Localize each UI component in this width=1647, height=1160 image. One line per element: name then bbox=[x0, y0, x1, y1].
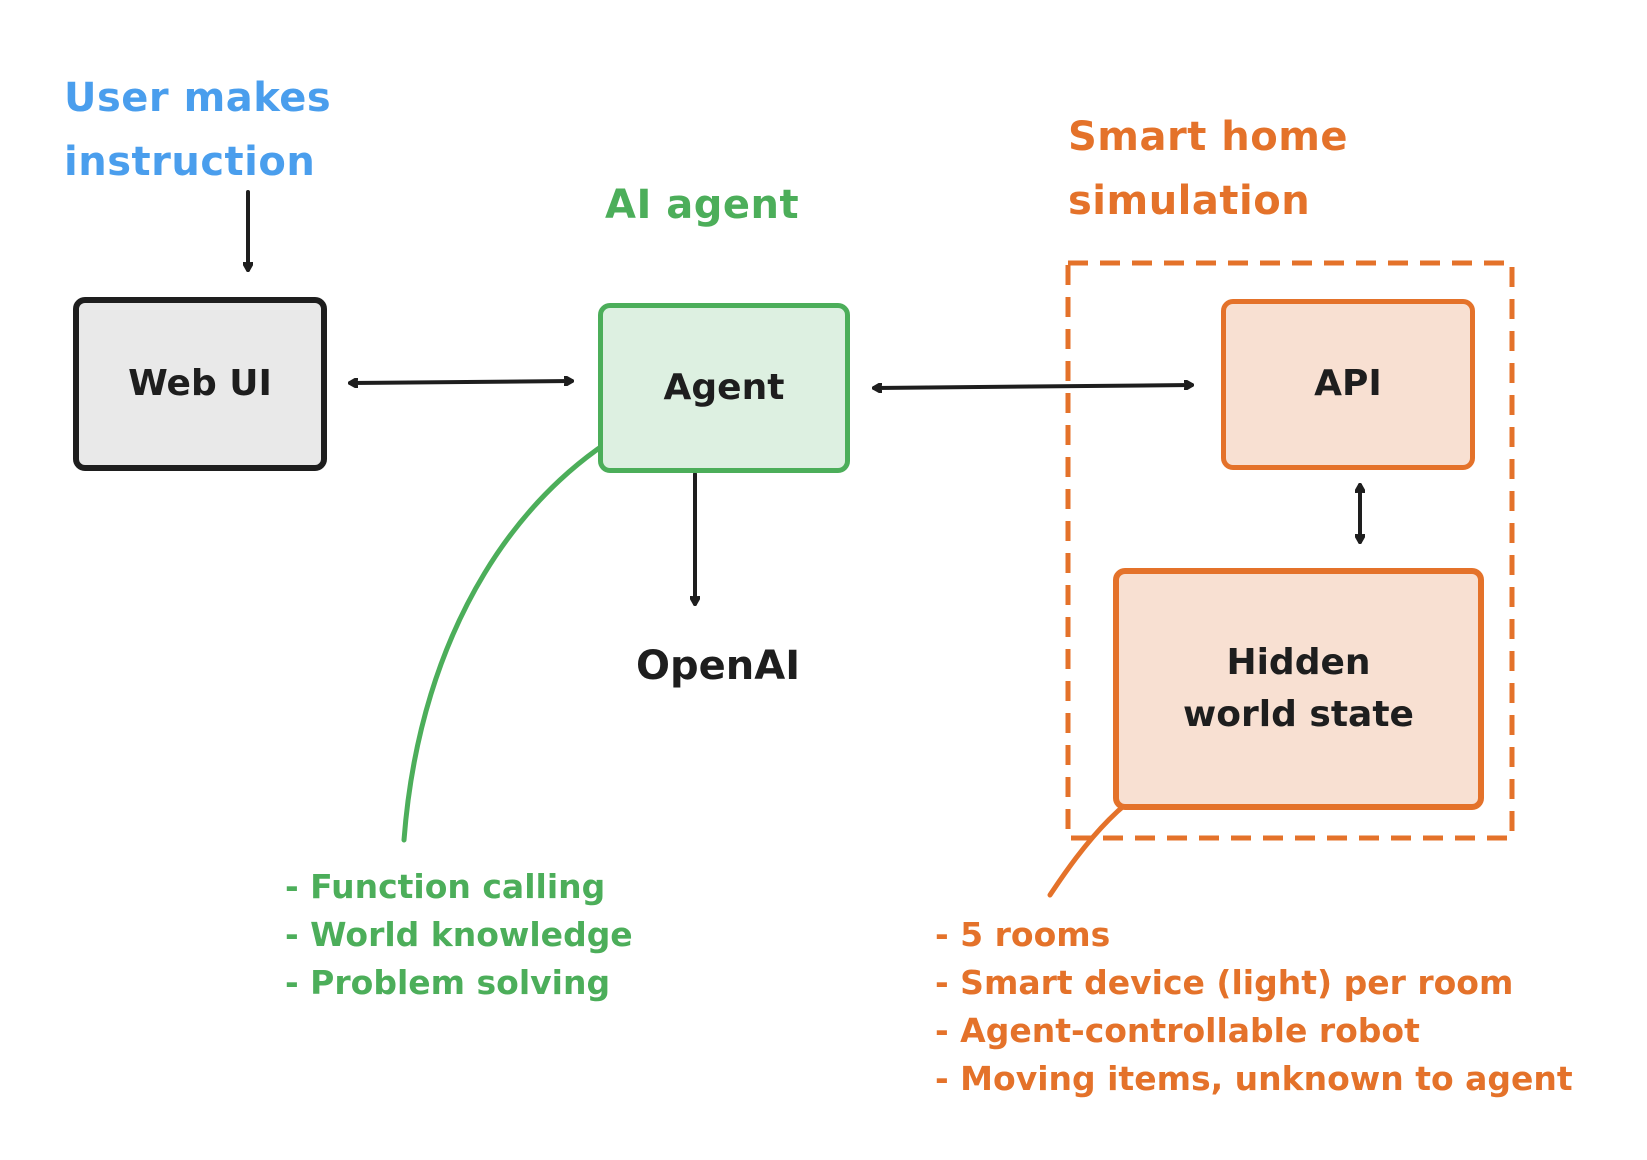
api-node: API bbox=[1221, 299, 1475, 470]
arrow-webui-agent bbox=[348, 381, 574, 383]
list-item: - Agent-controllable robot bbox=[935, 1011, 1420, 1050]
hidden-world-state-node: Hidden world state bbox=[1113, 568, 1484, 810]
smart-home-heading: Smart home simulation bbox=[1068, 105, 1348, 233]
list-item: - World knowledge bbox=[285, 915, 633, 954]
world-features-list: - 5 rooms - Smart device (light) per roo… bbox=[935, 911, 1573, 1103]
smart-home-heading-line: Smart home bbox=[1068, 114, 1349, 160]
agent-label: Agent bbox=[663, 366, 785, 408]
hidden-state-label-line: Hidden bbox=[1226, 641, 1371, 683]
user-heading: User makes instruction bbox=[64, 66, 331, 194]
agent-heading: AI agent bbox=[605, 182, 800, 228]
api-label: API bbox=[1314, 363, 1382, 405]
agent-capabilities-list: - Function calling - World knowledge - P… bbox=[285, 863, 633, 1007]
agent-node: Agent bbox=[598, 303, 850, 473]
openai-label: OpenAI bbox=[636, 643, 801, 689]
user-heading-line: instruction bbox=[64, 139, 316, 185]
agent-callout-curve bbox=[401, 414, 655, 843]
list-item: - 5 rooms bbox=[935, 915, 1111, 954]
smart-home-heading-line: simulation bbox=[1068, 178, 1311, 224]
hidden-state-label-line: world state bbox=[1183, 694, 1414, 735]
arrow-agent-api bbox=[872, 385, 1194, 388]
list-item: - Function calling bbox=[285, 867, 606, 906]
web-ui-node: Web UI bbox=[73, 297, 327, 471]
list-item: - Smart device (light) per room bbox=[935, 963, 1514, 1002]
web-ui-label: Web UI bbox=[128, 362, 272, 404]
list-item: - Problem solving bbox=[285, 963, 611, 1002]
list-item: - Moving items, unknown to agent bbox=[935, 1059, 1573, 1098]
user-heading-line: User makes bbox=[64, 75, 332, 121]
